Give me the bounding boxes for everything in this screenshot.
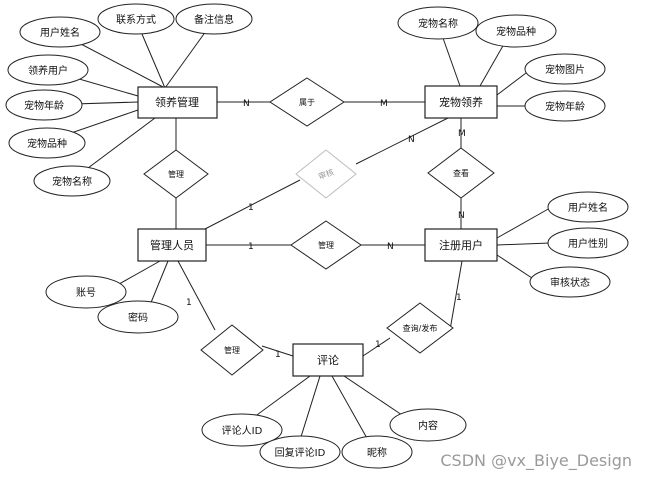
- attribute-ellipse: 用户姓名: [19, 16, 101, 48]
- cardinality-labels: N M 1 N M N 1 N 1 1 1 1: [186, 99, 466, 360]
- svg-text:宠物品种: 宠物品种: [27, 137, 67, 150]
- cardinality-label: M: [380, 99, 388, 109]
- relationship-diamond-view-publish: 查询/发布: [386, 302, 454, 354]
- svg-text:查看: 查看: [453, 168, 469, 178]
- relationship-diamond-manage-comment: 管理: [200, 324, 264, 376]
- svg-text:内容: 内容: [418, 419, 438, 432]
- entity-comment: 评论: [292, 343, 364, 377]
- attribute-ellipse: 宠物名称: [397, 6, 479, 40]
- watermark: CSDN @vx_Biye_Design: [440, 451, 632, 470]
- attribute-ellipse: 宠物名称: [33, 165, 111, 197]
- entity-admin: 管理人员: [137, 228, 207, 262]
- svg-text:查询/发布: 查询/发布: [403, 323, 438, 333]
- attribute-ellipse: 用户性别: [547, 227, 629, 259]
- attributes-pet-adoption: 宠物名称 宠物品种 宠物图片 宠物年龄: [397, 6, 606, 122]
- svg-text:管理人员: 管理人员: [150, 238, 194, 252]
- cardinality-label: N: [408, 135, 415, 145]
- svg-text:联系方式: 联系方式: [116, 13, 156, 26]
- entities: 领养管理 宠物领养 管理人员 注册用户 评论: [137, 85, 498, 377]
- attribute-ellipse: 账号: [45, 275, 127, 309]
- attributes-adoption-mgmt: 用户姓名 联系方式 备注信息 领养用户 宠物年龄 宠物品种 宠物名称: [5, 3, 253, 197]
- attributes-admin: 账号 密码: [45, 275, 179, 334]
- svg-text:属于: 属于: [299, 98, 315, 107]
- svg-text:用户姓名: 用户姓名: [40, 26, 80, 39]
- attribute-ellipse: 密码: [97, 300, 179, 334]
- attribute-ellipse: 内容: [389, 408, 467, 442]
- cardinality-label: 1: [248, 242, 254, 252]
- svg-text:领养用户: 领养用户: [28, 64, 68, 77]
- cardinality-label: M: [458, 129, 466, 139]
- svg-text:管理: 管理: [318, 240, 334, 250]
- entity-adoption-management: 领养管理: [137, 86, 218, 119]
- cardinality-label: 1: [456, 293, 462, 303]
- connector-lines: [41, 19, 551, 441]
- attribute-ellipse: 回复评论ID: [259, 435, 341, 469]
- relationships: 属于 管理 审核 查看 管理 管理 查询/发布: [143, 77, 495, 376]
- cardinality-label: N: [458, 211, 465, 221]
- relationship-diamond-apply: 审核: [295, 149, 357, 199]
- entity-pet-adoption: 宠物领养: [424, 85, 498, 119]
- attribute-ellipse: 宠物年龄: [524, 90, 606, 122]
- attribute-ellipse: 领养用户: [7, 54, 89, 86]
- svg-text:领养管理: 领养管理: [155, 95, 199, 109]
- cardinality-label: 1: [375, 340, 381, 350]
- attribute-ellipse: 昵称: [341, 435, 413, 469]
- svg-text:用户性别: 用户性别: [568, 237, 608, 250]
- cardinality-label: 1: [275, 350, 281, 360]
- attribute-ellipse: 宠物图片: [524, 53, 606, 85]
- attribute-ellipse: 宠物品种: [8, 127, 86, 159]
- svg-text:审核状态: 审核状态: [550, 276, 590, 289]
- attribute-ellipse: 宠物年龄: [5, 89, 83, 121]
- cardinality-label: 1: [186, 298, 192, 308]
- svg-text:用户姓名: 用户姓名: [568, 201, 608, 214]
- relationship-diamond-manage-user: 管理: [290, 220, 362, 270]
- relationship-diamond-belongs: 属于: [269, 77, 345, 127]
- svg-text:宠物品种: 宠物品种: [496, 25, 536, 38]
- attribute-ellipse: 评论人ID: [201, 413, 283, 447]
- relationship-diamond-review: 查看: [427, 147, 495, 199]
- attribute-ellipse: 备注信息: [175, 3, 253, 35]
- svg-text:宠物名称: 宠物名称: [52, 175, 92, 188]
- svg-text:密码: 密码: [128, 311, 148, 324]
- attribute-ellipse: 用户姓名: [547, 191, 629, 223]
- cardinality-label: N: [243, 99, 250, 109]
- svg-text:评论: 评论: [317, 353, 339, 367]
- svg-text:账号: 账号: [76, 287, 96, 299]
- svg-text:评论人ID: 评论人ID: [222, 424, 263, 437]
- attribute-ellipse: 审核状态: [529, 266, 611, 298]
- svg-text:备注信息: 备注信息: [194, 13, 234, 26]
- svg-text:宠物名称: 宠物名称: [418, 17, 458, 30]
- attribute-ellipse: 联系方式: [97, 3, 175, 35]
- svg-text:宠物年龄: 宠物年龄: [24, 99, 64, 112]
- entity-registered-user: 注册用户: [424, 228, 498, 262]
- svg-text:宠物领养: 宠物领养: [439, 95, 483, 109]
- cardinality-label: N: [387, 242, 394, 252]
- svg-text:注册用户: 注册用户: [439, 238, 483, 252]
- svg-text:回复评论ID: 回复评论ID: [275, 446, 326, 459]
- svg-text:管理: 管理: [168, 169, 184, 179]
- svg-text:宠物图片: 宠物图片: [545, 63, 585, 76]
- relationship-diamond-manage-adoption: 管理: [143, 149, 209, 199]
- svg-text:宠物年龄: 宠物年龄: [545, 100, 585, 113]
- cardinality-label: 1: [248, 203, 254, 213]
- attributes-registered-user: 用户姓名 用户性别 审核状态: [529, 191, 629, 298]
- svg-text:管理: 管理: [224, 345, 240, 355]
- svg-text:昵称: 昵称: [367, 446, 387, 459]
- attribute-ellipse: 宠物品种: [475, 14, 557, 48]
- attributes-comment: 评论人ID 回复评论ID 昵称 内容: [201, 408, 467, 469]
